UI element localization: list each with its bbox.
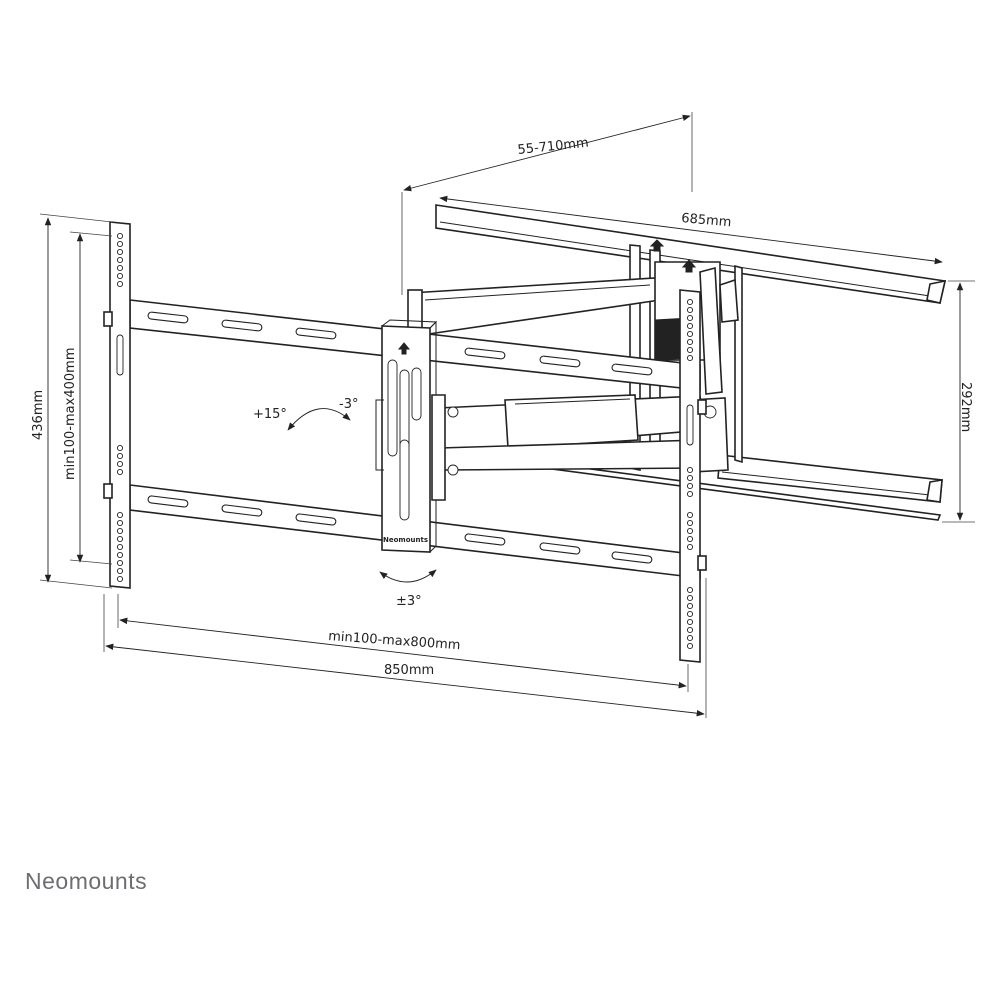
carrier-brand-label: Neomounts: [383, 536, 428, 544]
tilt-up-label: +15°: [253, 407, 287, 422]
level-adjust-label: ±3°: [396, 594, 422, 609]
vesa-horizontal-label: min100-max800mm: [328, 629, 461, 653]
arm-bracket-width-label: 685mm: [681, 211, 732, 230]
tilt-arrows: [287, 408, 437, 583]
footer-logo: Neomounts: [25, 868, 148, 894]
swing-arms: [407, 239, 739, 476]
dimension-lines: [39, 112, 975, 718]
wall-plate-height-label: 292mm: [958, 382, 973, 432]
vesa-vertical-label: min100-max400mm: [63, 348, 78, 480]
swing-depth-label: 55-710mm: [517, 136, 590, 158]
interface-height-label: 436mm: [31, 390, 46, 440]
tilt-down-label: -3°: [339, 397, 358, 412]
interface-width-label: 850mm: [384, 663, 434, 678]
tv-interface: Neomounts: [103, 221, 707, 663]
left-vesa-holes: [116, 232, 124, 583]
